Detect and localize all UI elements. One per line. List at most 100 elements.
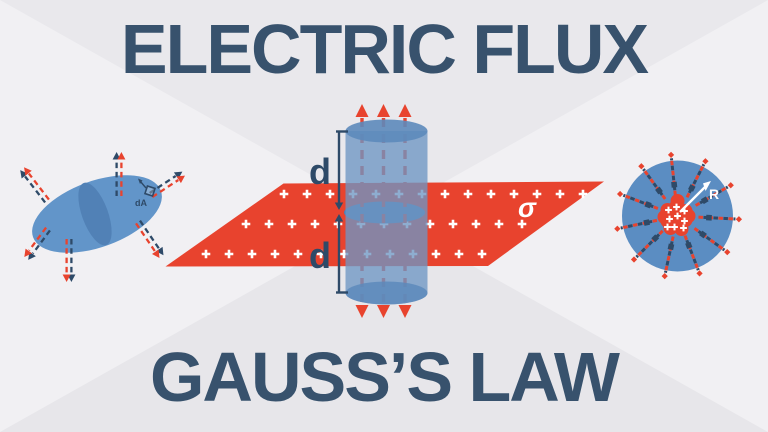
blob-flux-arrowhead bbox=[176, 175, 186, 184]
charge-plus bbox=[674, 212, 681, 220]
plane-plus-charge bbox=[287, 219, 297, 229]
plane-plus-charge bbox=[293, 249, 303, 259]
field-arrow-down bbox=[398, 305, 412, 318]
plane-plus-charge bbox=[302, 189, 312, 199]
field-arrow-up bbox=[355, 104, 369, 117]
plane-plus-charge bbox=[454, 249, 464, 259]
sphere-ray-red bbox=[683, 235, 700, 271]
plane-plus-charge bbox=[555, 189, 565, 199]
sphere-area-element bbox=[700, 196, 709, 205]
sphere-ray-tip bbox=[638, 163, 645, 170]
plane-plus-charge bbox=[477, 249, 487, 259]
sphere-ray-navy bbox=[642, 168, 667, 200]
plane-plus-charge bbox=[517, 219, 527, 229]
cylinder-bottom-cap bbox=[345, 281, 428, 305]
sphere-ray-red bbox=[698, 215, 736, 221]
blob-flux-arrowhead bbox=[20, 170, 28, 179]
plane-plus-charge bbox=[247, 249, 257, 259]
sphere-ray-navy bbox=[663, 236, 675, 274]
sphere-ray-navy bbox=[694, 185, 729, 207]
charge-blob bbox=[657, 210, 672, 224]
charge-plus bbox=[665, 206, 672, 214]
plane-plus-charge bbox=[270, 249, 280, 259]
plane-plus-charge bbox=[463, 189, 473, 199]
irregular-gaussian-surface-figure: dA bbox=[20, 152, 186, 282]
plane-plus-charge bbox=[316, 249, 326, 259]
blob-flux-arrowhead bbox=[155, 246, 164, 256]
plane-plus-charge bbox=[486, 189, 496, 199]
sphere-area-element bbox=[643, 219, 651, 226]
charge-plus bbox=[673, 203, 680, 211]
blob-flux-arrowhead bbox=[24, 248, 32, 258]
sphere-area-element bbox=[699, 230, 707, 239]
blob-flux-arrow bbox=[139, 220, 160, 250]
plane-plus-charge bbox=[494, 219, 504, 229]
radius-label: R bbox=[709, 186, 719, 202]
sphere-ray-tip bbox=[735, 216, 743, 223]
plane-plus-charge bbox=[431, 249, 441, 259]
charge-plus bbox=[671, 223, 678, 231]
sphere-ray-navy bbox=[685, 163, 706, 198]
plane-plus-charge bbox=[440, 189, 450, 199]
field-arrow-down bbox=[355, 305, 369, 318]
sphere-ray-navy bbox=[669, 158, 677, 196]
radius-arrow bbox=[679, 185, 707, 213]
area-element-label: dA bbox=[135, 198, 147, 208]
area-element-normal-arrowhead bbox=[138, 178, 143, 184]
blob-flux-arrowhead bbox=[24, 167, 32, 176]
field-line-arrowheads bbox=[355, 104, 412, 318]
dimension-arrow-up bbox=[334, 214, 344, 222]
sphere-ray-navy bbox=[620, 218, 658, 230]
sphere-area-element bbox=[688, 184, 696, 192]
gaussian-cylinder bbox=[345, 119, 428, 305]
blob-flux-arrow bbox=[24, 175, 47, 204]
charge-plus bbox=[666, 215, 673, 223]
distance-label-bottom: d bbox=[309, 235, 331, 276]
field-arrow-down bbox=[377, 305, 390, 318]
sphere-ray-tip bbox=[630, 256, 638, 263]
sphere-ray-tip bbox=[614, 225, 621, 232]
distance-label-top: d bbox=[309, 151, 331, 192]
sphere-ray-red bbox=[669, 158, 677, 196]
sphere-ray-tip bbox=[661, 273, 668, 280]
charge-plus bbox=[664, 223, 671, 231]
plane-plus-charge bbox=[532, 189, 542, 199]
area-element-square bbox=[143, 184, 157, 198]
sphere-area-element bbox=[685, 241, 693, 250]
sphere-ray-tip bbox=[724, 249, 731, 256]
sphere-ray-red bbox=[693, 227, 726, 252]
blob-flux-arrowhead bbox=[62, 274, 71, 282]
sphere-ray-tip bbox=[667, 151, 675, 158]
sphere-ray-red bbox=[685, 163, 706, 198]
plane-plus-charge bbox=[264, 219, 274, 229]
charge-blob bbox=[670, 194, 685, 208]
background-bottom-triangle bbox=[0, 216, 768, 432]
sphere-ray-red bbox=[622, 193, 659, 210]
blob-flux-arrow bbox=[151, 179, 179, 198]
charge-plus bbox=[680, 224, 687, 232]
page-title: ELECTRIC FLUX bbox=[120, 10, 649, 88]
sphere-ray-navy bbox=[698, 215, 736, 221]
sphere-ray-red bbox=[635, 229, 664, 259]
blob-flux-arrowhead bbox=[151, 249, 160, 258]
sphere-ray-navy bbox=[622, 193, 659, 210]
blob-flux-arrow bbox=[32, 229, 51, 255]
sphere-ray-tip bbox=[696, 270, 703, 277]
sphere-area-element bbox=[706, 214, 712, 221]
plane-plus-charge bbox=[448, 219, 458, 229]
blob-flux-arrow bbox=[28, 226, 47, 252]
sphere-ray-red bbox=[694, 185, 729, 207]
plane-plus-charge bbox=[241, 219, 251, 229]
plane-plus-charge bbox=[471, 219, 481, 229]
charge-plus bbox=[681, 217, 688, 225]
blob-flux-arrow bbox=[135, 222, 156, 252]
dimension-arrow-down bbox=[334, 202, 344, 210]
page-subtitle: GAUSS’S LAW bbox=[149, 338, 620, 416]
plane-plus-charge bbox=[279, 189, 289, 199]
plane-plus-charge bbox=[578, 189, 588, 199]
plane-plus-charge bbox=[310, 219, 320, 229]
field-arrow-up bbox=[377, 104, 390, 117]
sphere-ray-red bbox=[663, 236, 675, 274]
